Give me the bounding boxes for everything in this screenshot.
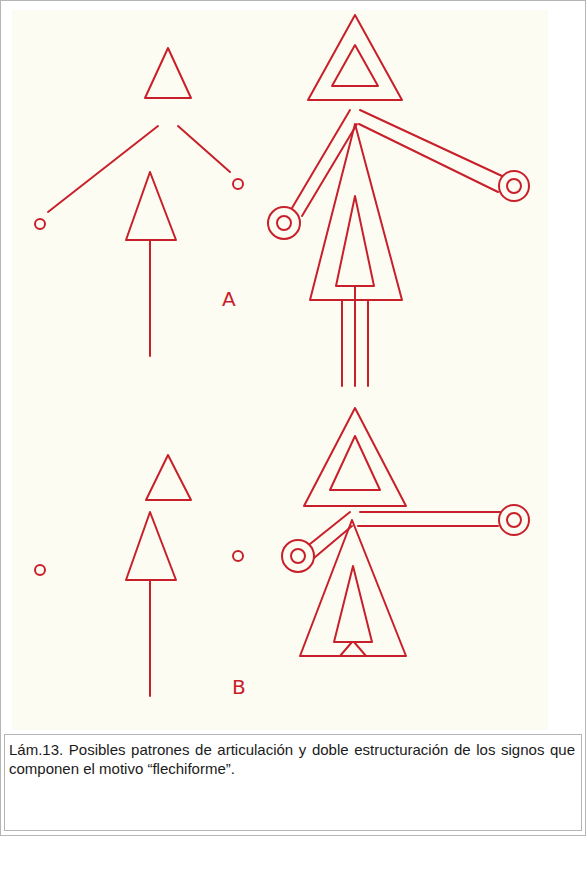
figure-caption: Lám.13. Posibles patrones de articulació…: [9, 740, 575, 778]
figure-letter: A: [222, 288, 236, 310]
caption-frame: [5, 735, 582, 831]
double-sign-a: [268, 15, 529, 386]
simple-sign-a: [35, 48, 243, 356]
outer-frame: [1, 1, 586, 836]
figure-ground: [12, 10, 548, 730]
double-sign-b: [282, 408, 529, 656]
simple-sign-b: [35, 455, 243, 696]
figure-letter: B: [232, 676, 246, 698]
